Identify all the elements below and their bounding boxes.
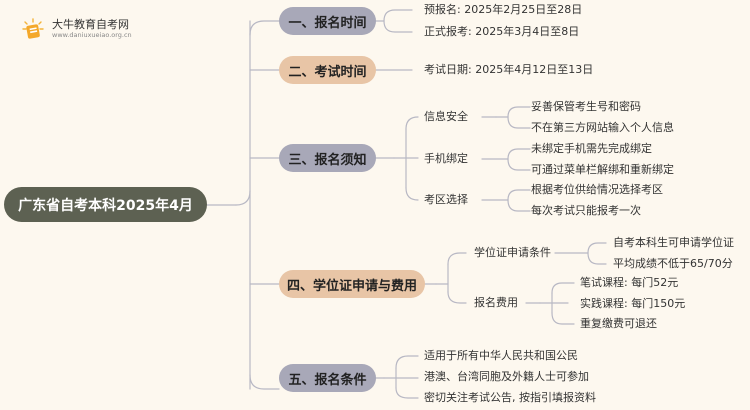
root-topic: 广东省自考本科2025年4月 — [4, 187, 207, 222]
leaf-refund: 重复缴费可退还 — [580, 317, 657, 330]
group-info-security: 信息安全 — [424, 110, 468, 123]
group-registration-fees: 报名费用 — [474, 296, 518, 309]
brand-url: www.daniuxueiao.org.cn — [52, 31, 132, 39]
brand-name: 大牛教育自考网 — [52, 18, 129, 31]
leaf-formal-registration: 正式报考: 2025年3月4日至8日 — [424, 25, 580, 38]
leaf-rebind-phone: 可通过菜单栏解绑和重新绑定 — [531, 163, 674, 176]
leaf-choose-region: 根据考位供给情况选择考区 — [531, 183, 663, 196]
leaf-hk-macau-taiwan: 港澳、台湾同胞及外籍人士可参加 — [424, 370, 589, 383]
group-degree-conditions: 学位证申请条件 — [474, 246, 551, 259]
leaf-written-fee: 笔试课程: 每门52元 — [580, 276, 679, 289]
section-eligibility: 五、报名条件 — [279, 364, 376, 392]
section-registration-time: 一、报名时间 — [279, 7, 376, 35]
section-degree-and-fees: 四、学位证申请与费用 — [279, 270, 425, 298]
leaf-all-citizens: 适用于所有中华人民共和国公民 — [424, 349, 578, 362]
group-region-selection: 考区选择 — [424, 193, 468, 206]
leaf-average-score: 平均成绩不低于65/70分 — [613, 257, 733, 270]
leaf-exam-date: 考试日期: 2025年4月12日至13日 — [424, 63, 594, 76]
leaf-degree-eligible: 自考本科生可申请学位证 — [613, 236, 734, 249]
brand-logo[interactable]: 大牛教育自考网 www.daniuxueiao.org.cn — [22, 18, 132, 40]
leaf-register-once: 每次考试只能报考一次 — [531, 204, 641, 217]
leaf-keep-credentials: 妥善保管考生号和密码 — [531, 100, 641, 113]
leaf-practical-fee: 实践课程: 每门150元 — [580, 297, 686, 310]
leaf-follow-announcements: 密切关注考试公告, 按指引填报资料 — [424, 391, 596, 404]
book-icon — [22, 18, 44, 40]
leaf-pre-registration: 预报名: 2025年2月25日至28日 — [424, 3, 583, 16]
leaf-no-third-party: 不在第三方网站输入个人信息 — [531, 121, 674, 134]
group-phone-binding: 手机绑定 — [424, 152, 468, 165]
leaf-bind-phone-first: 未绑定手机需先完成绑定 — [531, 142, 652, 155]
section-registration-notes: 三、报名须知 — [279, 144, 376, 172]
section-exam-time: 二、考试时间 — [279, 56, 376, 84]
